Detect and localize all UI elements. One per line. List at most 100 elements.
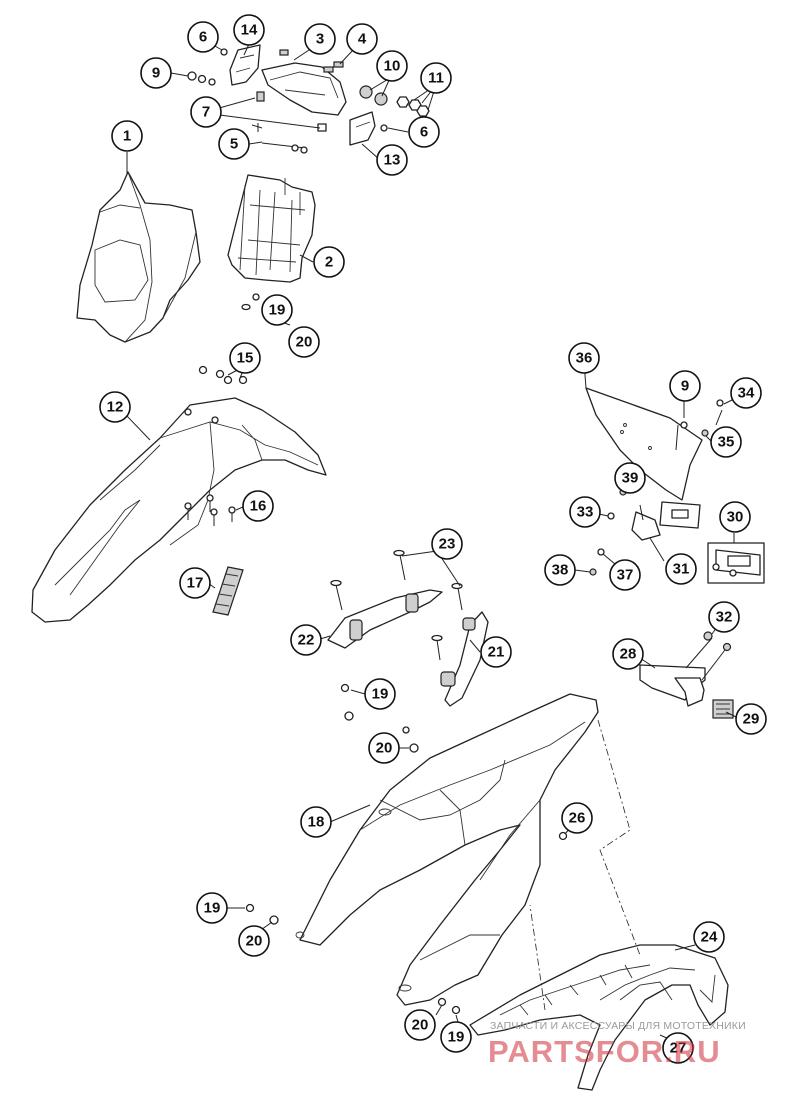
svg-text:13: 13: [384, 152, 401, 169]
callout-15: 15: [229, 342, 261, 374]
svg-text:30: 30: [727, 509, 744, 526]
part-dash-cover: [261, 49, 347, 132]
callout-26: 26: [561, 802, 593, 834]
callout-9-right: 9: [669, 370, 701, 402]
callout-39: 39: [614, 462, 646, 494]
svg-text:28: 28: [620, 646, 637, 663]
part-headlight-housing: [227, 174, 316, 283]
svg-text:19: 19: [448, 1029, 465, 1046]
svg-text:3: 3: [316, 31, 324, 48]
svg-text:27: 27: [670, 1040, 687, 1057]
svg-text:24: 24: [701, 929, 718, 946]
callout-13: 13: [376, 144, 408, 176]
svg-text:11: 11: [428, 70, 444, 87]
assembly-lines: [529, 719, 641, 1011]
callout-19-mid: 19: [364, 678, 396, 710]
callout-6-top: 6: [187, 21, 219, 53]
callout-20-bottom: 20: [404, 1009, 436, 1041]
svg-text:18: 18: [308, 814, 325, 831]
callout-17: 17: [179, 567, 211, 599]
svg-text:10: 10: [384, 58, 401, 75]
svg-text:17: 17: [187, 575, 204, 592]
callout-21: 21: [480, 636, 512, 668]
svg-text:22: 22: [298, 632, 315, 649]
svg-text:6: 6: [420, 124, 428, 141]
callout-20-top: 20: [288, 326, 320, 358]
svg-text:33: 33: [577, 504, 594, 521]
callout-9-top: 9: [140, 57, 172, 89]
svg-text:2: 2: [325, 254, 333, 271]
svg-text:5: 5: [230, 136, 238, 153]
svg-text:1: 1: [123, 128, 131, 145]
callout-34: 34: [730, 377, 762, 409]
svg-text:29: 29: [743, 711, 760, 728]
svg-text:9: 9: [681, 378, 689, 395]
callout-11: 11: [420, 62, 452, 94]
svg-text:19: 19: [372, 686, 389, 703]
callout-19-bottom: 19: [440, 1021, 472, 1053]
watermark-brand: PARTSFOR.RU: [488, 1034, 721, 1069]
callout-5: 5: [218, 128, 250, 160]
svg-text:20: 20: [296, 334, 313, 351]
callout-23: 23: [431, 528, 463, 560]
part-rear-fender: [245, 683, 599, 1015]
svg-text:15: 15: [237, 350, 254, 367]
part-reflector-17: [212, 566, 244, 616]
callout-19-top: 19: [261, 294, 293, 326]
watermark-tagline: ЗАПЧАСТИ И АКСЕССУАРЫ ДЛЯ МОТОТЕХНИКИ: [490, 1020, 746, 1032]
svg-text:6: 6: [199, 29, 207, 46]
callout-27: 27: [662, 1032, 694, 1064]
fastener-nuts-10-11: [359, 85, 430, 117]
svg-text:34: 34: [738, 385, 755, 402]
svg-text:19: 19: [269, 302, 286, 319]
callout-3: 3: [304, 23, 336, 55]
svg-text:31: 31: [673, 561, 690, 578]
svg-text:16: 16: [250, 498, 267, 515]
part-license-light: [631, 501, 765, 584]
svg-text:20: 20: [376, 740, 393, 757]
fastener-7-5: [251, 91, 308, 154]
svg-text:4: 4: [358, 31, 367, 48]
callout-6-right: 6: [408, 116, 440, 148]
part-bracket-13: [349, 111, 388, 146]
callout-20-left: 20: [238, 925, 270, 957]
svg-text:7: 7: [202, 104, 210, 121]
part-subframe-24: [469, 944, 729, 1091]
callout-36: 36: [568, 342, 600, 374]
callout-28: 28: [612, 638, 644, 670]
callout-31: 31: [665, 553, 697, 585]
svg-text:20: 20: [246, 933, 263, 950]
callout-32: 32: [708, 601, 740, 633]
callout-38: 38: [544, 554, 576, 586]
svg-text:19: 19: [204, 900, 221, 917]
callout-19-left: 19: [196, 892, 228, 924]
callout-22: 22: [290, 624, 322, 656]
callout-14: 14: [233, 14, 265, 46]
svg-text:9: 9: [152, 65, 160, 82]
svg-text:37: 37: [617, 567, 634, 584]
svg-text:21: 21: [488, 644, 505, 661]
callout-16: 16: [242, 490, 274, 522]
callout-20-mid: 20: [368, 732, 400, 764]
callout-2: 2: [313, 246, 345, 278]
svg-text:38: 38: [552, 562, 569, 579]
svg-text:36: 36: [576, 350, 593, 367]
callout-4: 4: [346, 23, 378, 55]
svg-text:20: 20: [412, 1017, 429, 1034]
callout-10: 10: [376, 50, 408, 82]
callout-29: 29: [735, 703, 767, 735]
part-license-plate-bracket: [585, 387, 724, 501]
svg-text:23: 23: [439, 536, 456, 553]
callout-37: 37: [609, 559, 641, 591]
svg-text:26: 26: [569, 810, 586, 827]
part-handguard-22: [327, 549, 463, 649]
callout-35: 35: [710, 426, 742, 458]
svg-text:32: 32: [716, 609, 733, 626]
callout-12: 12: [99, 391, 131, 423]
svg-text:39: 39: [622, 470, 639, 487]
svg-text:12: 12: [107, 399, 124, 416]
svg-text:14: 14: [241, 22, 258, 39]
part-handguard-21: [431, 611, 489, 707]
callout-24: 24: [693, 921, 725, 953]
